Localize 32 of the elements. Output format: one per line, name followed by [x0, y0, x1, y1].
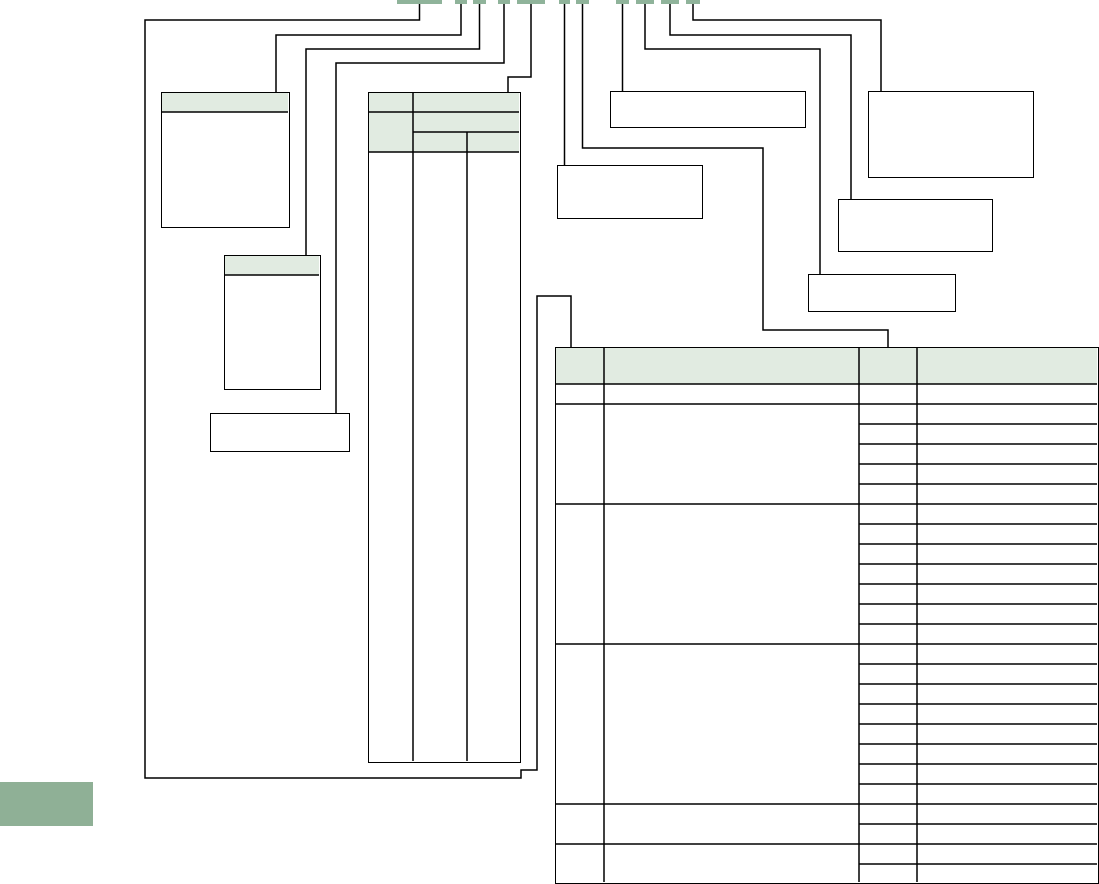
empty-box [808, 274, 956, 312]
leader-line [621, 3, 624, 92]
underline-bar [559, 0, 570, 4]
leader-line [275, 3, 462, 93]
empty-box [610, 91, 806, 128]
leader-line [335, 3, 505, 414]
leader-line [305, 3, 481, 256]
empty-box [838, 199, 993, 252]
empty-table [368, 92, 521, 763]
underline-bar [616, 0, 629, 4]
leader-line [507, 3, 532, 93]
leader-line [144, 3, 572, 779]
empty-table [555, 347, 1099, 884]
empty-box [557, 165, 703, 219]
underline-bar [686, 0, 700, 4]
leader-line [692, 3, 882, 92]
header-box [224, 255, 321, 390]
leader-line [581, 3, 889, 348]
underline-bar [397, 0, 442, 4]
empty-box [210, 413, 350, 452]
leader-line [563, 3, 566, 166]
header-box [161, 92, 290, 228]
empty-box [868, 91, 1034, 178]
underline-bar [661, 0, 679, 4]
leader-line [644, 3, 821, 275]
underline-bar [576, 0, 589, 4]
underline-bar [517, 0, 545, 4]
underline-bar [473, 0, 486, 4]
underline-bar [636, 0, 654, 4]
underline-bar [498, 0, 510, 4]
underline-bar [455, 0, 467, 4]
leader-line [669, 3, 852, 200]
